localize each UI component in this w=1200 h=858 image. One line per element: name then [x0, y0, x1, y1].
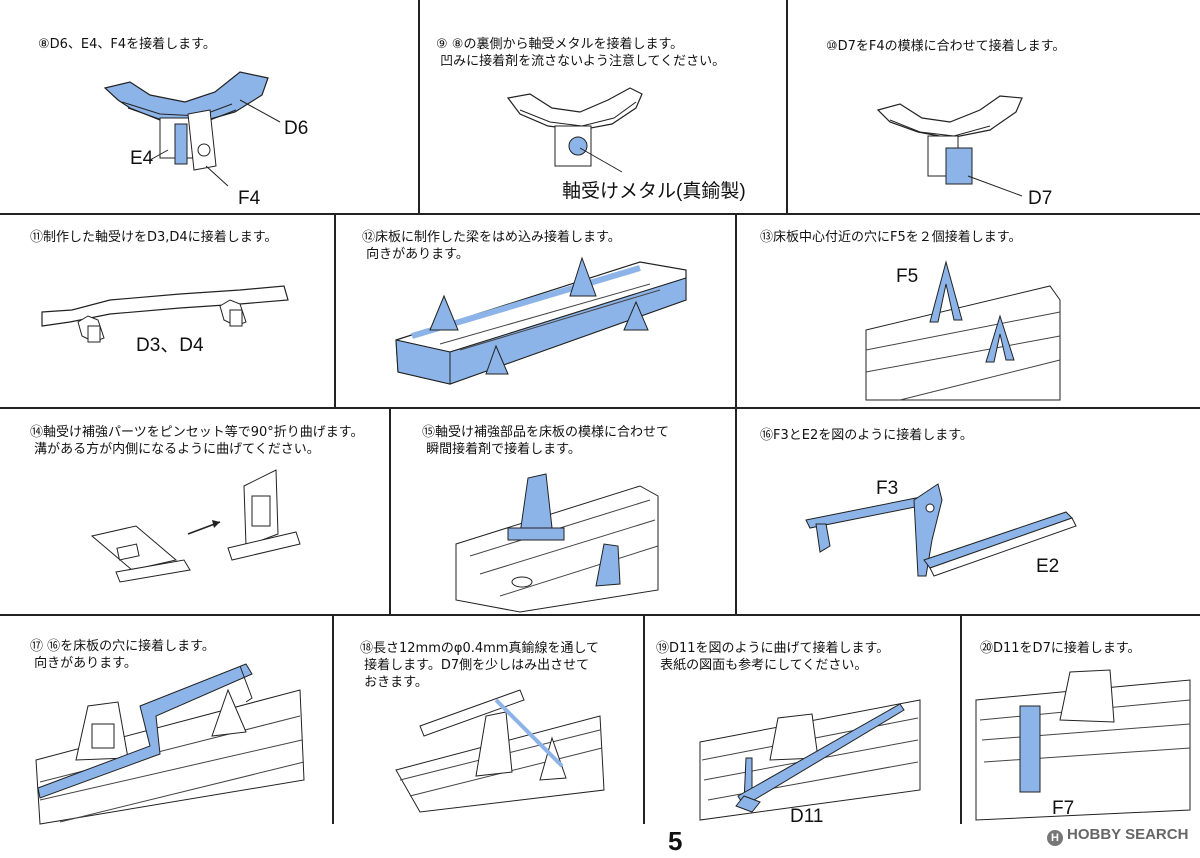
step-13-instruction: ⑬床板中心付近の穴にF5を２個接着します。: [760, 230, 1022, 245]
step-9-diagram: [506, 87, 643, 173]
label-bearing-metal: 軸受けメタル(真鍮製): [562, 181, 746, 202]
step-17-diagram: [35, 663, 305, 825]
step-9-instruction: ⑨ ⑧の裏側から軸受メタルを接着します。 凹みに接着剤を流さないよう注意してくだ…: [436, 37, 726, 69]
row-divider-1: [0, 213, 1200, 215]
col-divider-r3b: [735, 407, 737, 614]
step-11-diagram: [41, 285, 289, 343]
step-14-diagram: [90, 469, 301, 583]
brand-name: HOBBY SEARCH: [1067, 826, 1189, 843]
label-d7: D7: [1028, 188, 1053, 209]
label-f7: F7: [1052, 798, 1075, 819]
label-f3: F3: [876, 478, 899, 499]
step-20-instruction: ⑳D11をD7に接着します。: [980, 641, 1141, 656]
col-divider-r2a: [334, 213, 336, 407]
col-divider-r2b: [735, 213, 737, 407]
row-divider-3: [0, 614, 1200, 616]
step-8-instruction: ⑧D6、E4、F4を接着します。: [38, 37, 216, 52]
col-divider-r4c: [960, 614, 962, 824]
label-d3-d4: D3、D4: [136, 335, 204, 356]
step-16-instruction: ⑯F3とE2を図のように接着します。: [760, 428, 973, 443]
col-divider-r1a: [418, 0, 420, 213]
label-e4: E4: [130, 148, 154, 169]
step-19-diagram: [699, 699, 921, 821]
step-11-instruction: ⑪制作した軸受けをD3,D4に接着します。: [30, 230, 278, 245]
step-14-instruction: ⑭軸受け補強パーツをピンセット等で90°折り曲げます。 溝がある方が内側になるよ…: [30, 425, 364, 457]
label-d6: D6: [284, 118, 309, 139]
col-divider-r1b: [786, 0, 788, 213]
row-divider-2: [0, 407, 1200, 409]
page-number: 5: [668, 826, 683, 856]
col-divider-r4a: [332, 614, 334, 824]
step-15-diagram: [455, 473, 659, 613]
col-divider-r4b: [643, 614, 645, 824]
step-13-diagram: [865, 260, 1061, 401]
step-18-instruction: ⑱長さ12mmのφ0.4mm真鍮線を通して 接着します。D7側を少しはみ出させて…: [360, 641, 600, 690]
step-12-instruction: ⑫床板に制作した梁をはめ込み接着します。 向きがあります。: [362, 230, 621, 262]
step-15-instruction: ⑮軸受け補強部品を床板の模様に合わせて 瞬間接着剤で接着します。: [422, 425, 670, 457]
brand-logo-icon: H: [1047, 830, 1063, 846]
step-8-diagram: [103, 71, 281, 187]
step-10-diagram: [876, 95, 1023, 197]
label-f5: F5: [896, 266, 919, 287]
step-16-diagram: [805, 483, 1077, 577]
step-17-instruction: ⑰ ⑯を床板の穴に接着します。 向きがあります。: [30, 639, 215, 671]
label-f4: F4: [238, 188, 261, 209]
label-e2: E2: [1036, 556, 1060, 577]
step-20-diagram: [975, 669, 1191, 821]
step-19-instruction: ⑲D11を図のように曲げて接着します。 表紙の図面も参考にしてください。: [656, 641, 890, 673]
step-18-diagram: [395, 689, 605, 813]
col-divider-r3a: [389, 407, 391, 614]
step-10-instruction: ⑩D7をF4の模様に合わせて接着します。: [826, 39, 1066, 54]
label-d11: D11: [790, 806, 824, 827]
step-12-diagram: [395, 256, 687, 385]
